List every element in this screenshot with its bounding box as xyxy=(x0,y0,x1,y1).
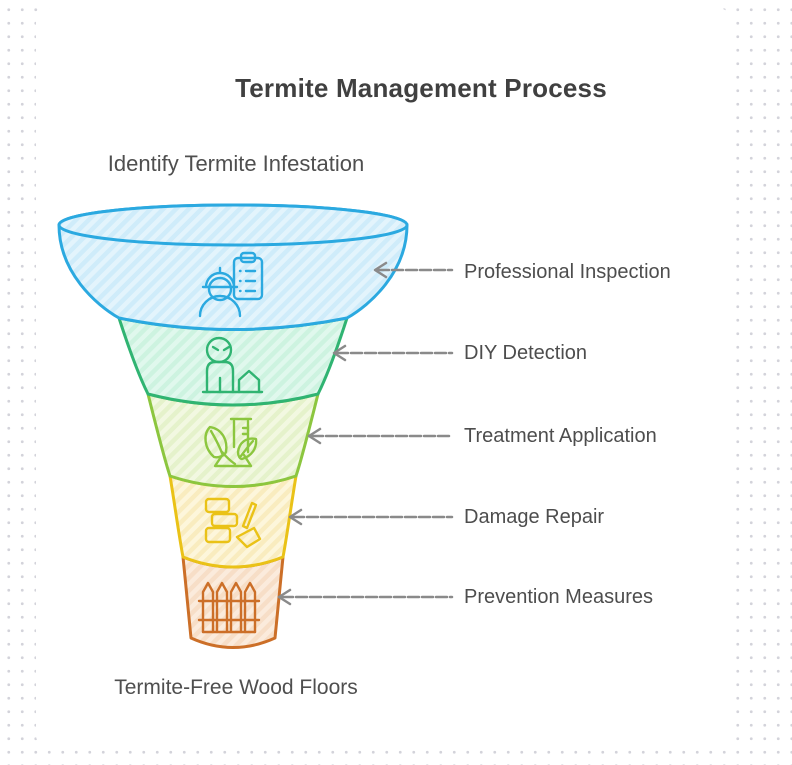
funnel-output-label: Termite-Free Wood Floors xyxy=(114,676,358,699)
person-house-icon xyxy=(201,336,264,394)
funnel-input-label: Identify Termite Infestation xyxy=(107,151,365,176)
arrow-damage-repair xyxy=(288,508,454,526)
arrow-diy-detection xyxy=(332,344,454,362)
funnel-stage-diy-detection xyxy=(117,316,349,407)
funnel-rim xyxy=(57,203,409,247)
funnel-stage-damage-repair xyxy=(168,474,298,569)
arrow-professional-inspection xyxy=(373,261,454,279)
funnel-stage-professional-inspection xyxy=(57,203,409,331)
stage-label-professional-inspection: Professional Inspection xyxy=(464,261,671,283)
funnel-stage-treatment xyxy=(146,392,320,488)
arrow-treatment-application xyxy=(307,427,454,445)
inspector-clipboard-icon xyxy=(198,251,264,318)
fence-icon xyxy=(197,581,261,634)
page-title: Termite Management Process xyxy=(235,73,607,103)
funnel-stage-prevention xyxy=(181,555,285,649)
stage-label-prevention-measures: Prevention Measures xyxy=(464,586,653,608)
plant-testtube-icon xyxy=(204,417,258,468)
stage-label-diy-detection: DIY Detection xyxy=(464,342,588,364)
arrow-prevention-measures xyxy=(277,588,454,606)
stage-label-damage-repair: Damage Repair xyxy=(464,506,605,528)
stage-label-treatment-application: Treatment Application xyxy=(464,425,657,447)
bricks-trowel-icon xyxy=(204,497,262,549)
stage-arrows xyxy=(277,261,454,606)
